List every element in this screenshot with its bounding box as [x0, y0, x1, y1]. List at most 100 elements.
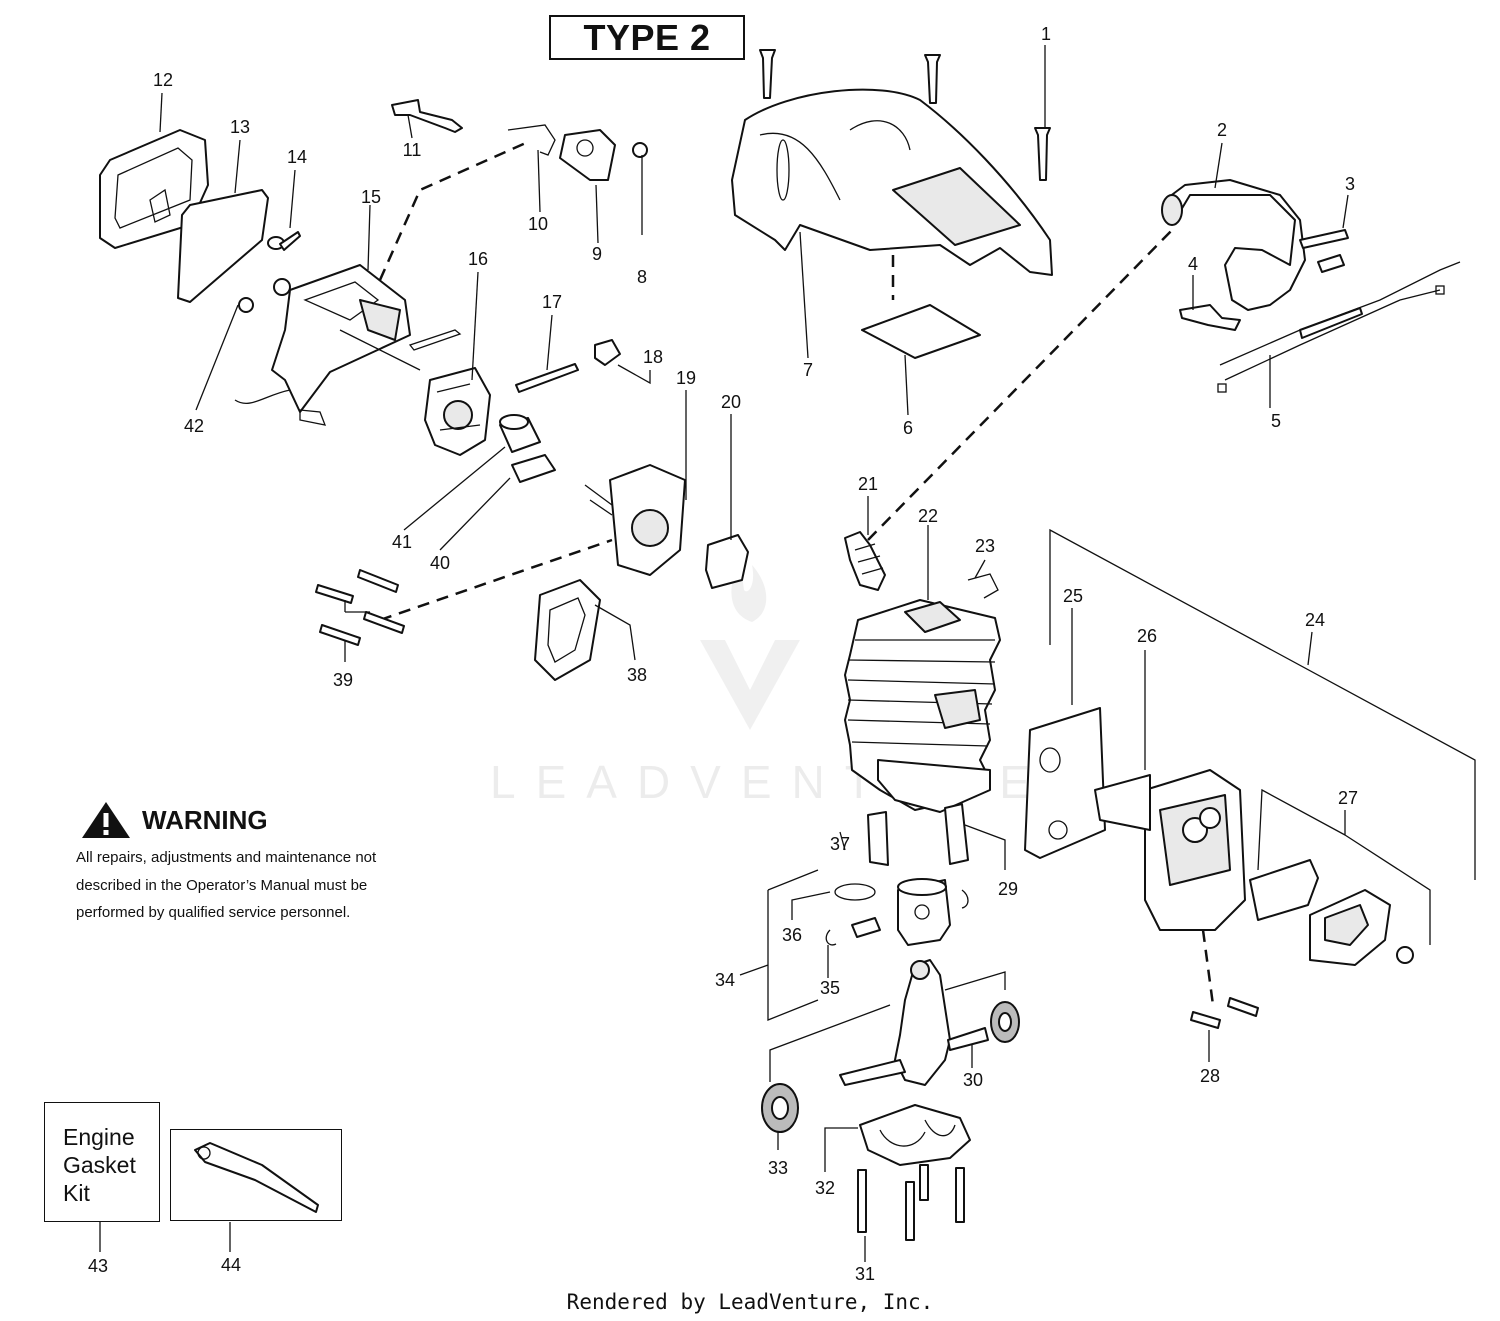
callout-42: 42	[184, 416, 204, 436]
callout-1: 1	[1041, 24, 1051, 44]
callout-24: 24	[1305, 610, 1325, 630]
callout-44: 44	[221, 1255, 241, 1275]
part-37-gasket	[867, 811, 889, 866]
callout-34: 34	[715, 970, 735, 990]
callout-30: 30	[963, 1070, 983, 1090]
part-30-crankshaft	[839, 959, 989, 1086]
warning-notice: WARNING All repairs, adjustments and mai…	[76, 800, 436, 927]
callout-17: 17	[542, 292, 562, 312]
footer-credit: Rendered by LeadVenture, Inc.	[566, 1290, 934, 1314]
leader-lines	[99, 45, 1476, 1262]
callout-6: 6	[903, 418, 913, 438]
part-8-ring	[632, 142, 648, 158]
callout-40: 40	[430, 553, 450, 573]
part-6-cover-gasket	[861, 304, 981, 359]
warning-header: WARNING	[80, 800, 436, 840]
callout-27: 27	[1338, 788, 1358, 808]
callout-20: 20	[721, 392, 741, 412]
part-1-screws	[759, 49, 1051, 181]
part-22-cylinder	[844, 599, 1001, 813]
callout-3: 3	[1345, 174, 1355, 194]
engine-gasket-kit-box: Engine Gasket Kit	[44, 1102, 160, 1222]
callout-37: 37	[830, 834, 850, 854]
callout-39: 39	[333, 670, 353, 690]
wrist-pin	[851, 917, 881, 938]
tool-box-frame	[170, 1129, 342, 1221]
callout-33: 33	[768, 1158, 788, 1178]
part-18-fuel-primer	[594, 339, 621, 366]
part-17-pin	[515, 363, 579, 393]
part-44-scrench-tool	[194, 1142, 319, 1213]
crankshaft-bearing-right	[990, 1001, 1020, 1043]
part-19-intake-plate	[584, 464, 686, 576]
callout-numbers: 1 2 3 4 5 6 7 8 9 10 11 12 13 14 15 16 1…	[88, 24, 1358, 1284]
part-32-crankcase	[859, 1104, 971, 1166]
part-3-screws	[1299, 229, 1349, 273]
part-5-wiring-harness	[1217, 261, 1461, 393]
callout-23: 23	[975, 536, 995, 556]
callout-5: 5	[1271, 411, 1281, 431]
callout-21: 21	[858, 474, 878, 494]
part-28-bolts	[1190, 997, 1259, 1029]
callout-38: 38	[627, 665, 647, 685]
warning-text: All repairs, adjustments and maintenance…	[76, 849, 377, 921]
part-11-throttle-link	[391, 99, 463, 133]
callout-22: 22	[918, 506, 938, 526]
callout-9: 9	[592, 244, 602, 264]
callout-4: 4	[1188, 254, 1198, 274]
assembly-dashed-lines	[378, 140, 1215, 1006]
piston	[897, 878, 951, 946]
warning-triangle-icon	[82, 802, 130, 838]
callout-13: 13	[230, 117, 250, 137]
type-title-box: TYPE 2	[549, 15, 745, 60]
part-4-bracket	[1179, 304, 1241, 331]
callout-2: 2	[1217, 120, 1227, 140]
type-title: TYPE 2	[583, 16, 711, 58]
callout-7: 7	[803, 360, 813, 380]
part-23-clip	[967, 573, 999, 599]
part-15-filter-holder	[234, 264, 462, 426]
part-29-gasket	[944, 803, 969, 865]
callout-18: 18	[643, 347, 663, 367]
part-16-carburetor	[424, 367, 491, 456]
callout-29: 29	[998, 879, 1018, 899]
part-26-muffler	[1094, 769, 1246, 931]
part-25-muffler-gasket	[1024, 707, 1106, 859]
warning-heading: WARNING	[142, 804, 268, 835]
piston-circlip	[961, 889, 969, 909]
part-35-circlip	[825, 929, 837, 946]
part-33-bearing	[761, 1083, 799, 1133]
engine-gasket-kit-label: Engine Gasket Kit	[63, 1124, 136, 1206]
callout-15: 15	[361, 187, 381, 207]
part-21-spark-plug	[844, 531, 886, 591]
part-14-screw	[267, 231, 301, 251]
callout-19: 19	[676, 368, 696, 388]
part-27-spark-arrestor	[1249, 859, 1414, 966]
callout-10: 10	[528, 214, 548, 234]
callout-35: 35	[820, 978, 840, 998]
callout-16: 16	[468, 249, 488, 269]
part-9-choke	[559, 129, 616, 181]
part-20-gasket	[705, 534, 749, 589]
part-42-nuts	[238, 278, 291, 313]
callout-12: 12	[153, 70, 173, 90]
callout-43: 43	[88, 1256, 108, 1276]
part-38-intake-boot	[534, 579, 601, 681]
part-10-rod	[507, 124, 556, 156]
callout-26: 26	[1137, 626, 1157, 646]
callout-28: 28	[1200, 1066, 1220, 1086]
callout-31: 31	[855, 1264, 875, 1284]
part-7-top-cover	[731, 88, 1053, 276]
callout-32: 32	[815, 1178, 835, 1198]
callout-14: 14	[287, 147, 307, 167]
part-2-ignition-module	[1161, 179, 1306, 311]
callout-11: 11	[403, 140, 422, 160]
callout-41: 41	[392, 532, 412, 552]
callout-36: 36	[782, 925, 802, 945]
part-31-bolts	[857, 1164, 965, 1241]
callout-8: 8	[637, 267, 647, 287]
callout-25: 25	[1063, 586, 1083, 606]
part-39-bolts	[315, 569, 405, 646]
part-13-air-filter	[177, 189, 269, 303]
